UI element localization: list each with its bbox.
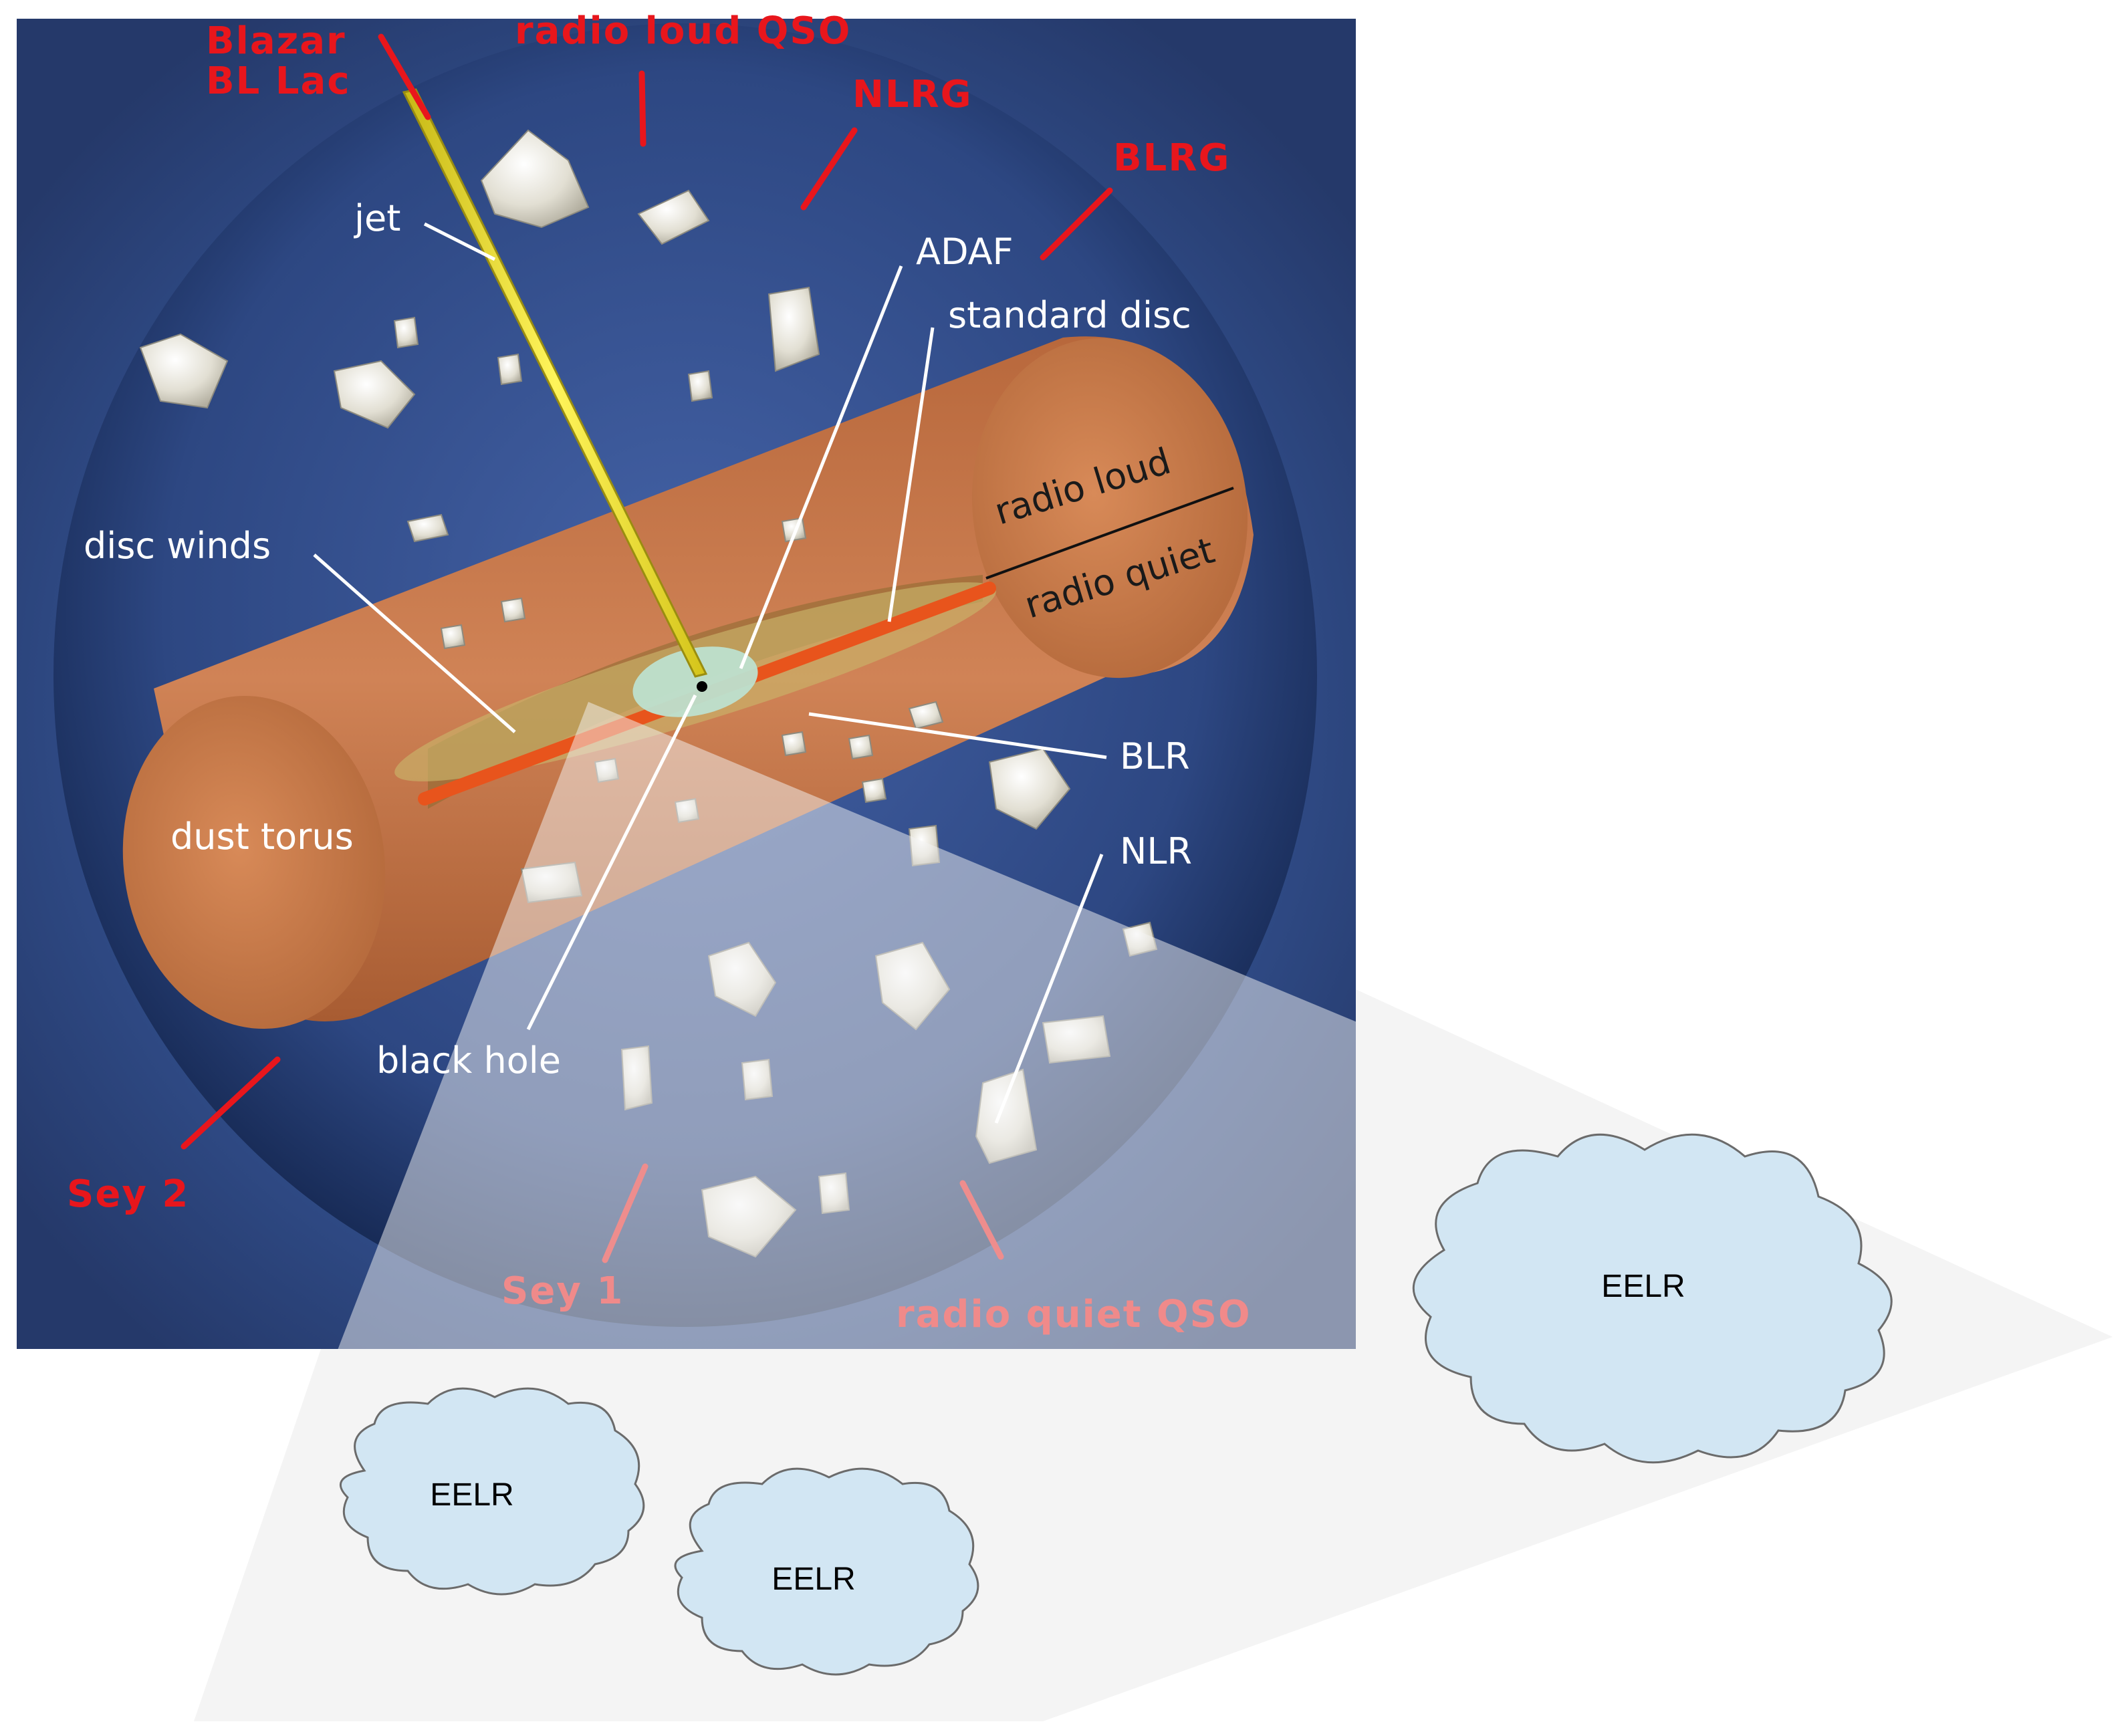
label-dust-torus: dust torus [170,816,354,858]
eelr-cloud-left: EELR [340,1387,645,1596]
eelr-label-middle: EELR [772,1562,855,1597]
label-sey2: Sey 2 [67,1172,189,1216]
label-radio-loud-qso: radio loud QSO [515,9,851,53]
eelr-label-large: EELR [1601,1269,1685,1304]
label-radio-quiet-qso: radio quiet QSO [896,1293,1252,1336]
label-sey1: Sey 1 [501,1269,624,1313]
class-leader-lines [181,33,1113,1263]
label-bl-lac: BL Lac [206,59,351,103]
black-hole [697,681,707,692]
label-blrg: BLRG [1113,136,1230,180]
label-standard-disc: standard disc [948,294,1191,336]
eelr-cloud-middle: EELR [674,1467,979,1676]
label-nlrg: NLRG [852,73,973,116]
eelr-label-left: EELR [430,1477,513,1513]
adaf-blob [632,646,758,717]
label-black-hole: black hole [376,1039,561,1082]
label-nlr: NLR [1120,830,1192,872]
label-blazar: Blazar [206,19,346,63]
label-disc-winds: disc winds [84,525,271,567]
eelr-cloud-large: EELR [1412,1133,1893,1464]
label-blr: BLR [1120,735,1190,777]
component-leader-lines [313,222,1234,1124]
label-adaf: ADAF [916,231,1014,273]
label-jet: jet [354,197,400,239]
